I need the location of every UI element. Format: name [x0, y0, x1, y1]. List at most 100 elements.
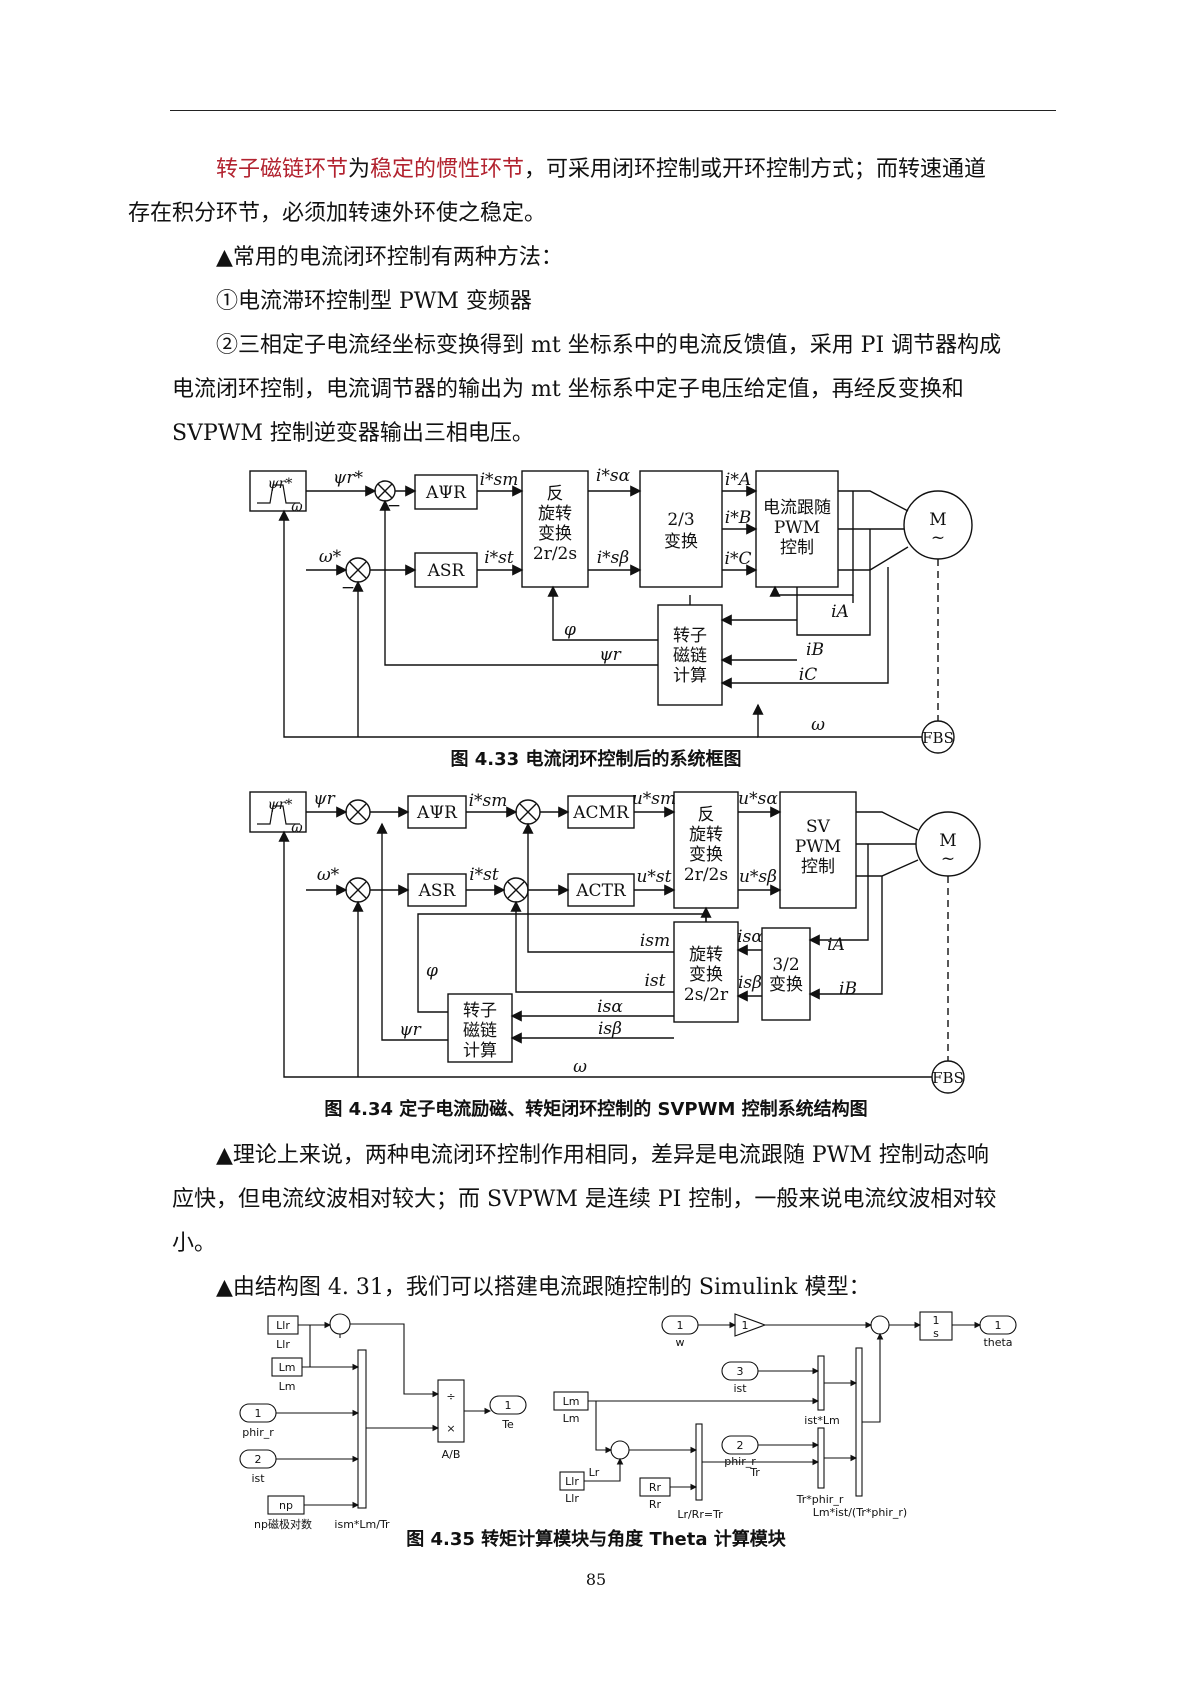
t23-line-1: 2/3	[667, 510, 694, 530]
figure-4-35-diagram: Llr Llr Lm Lm 1 phir_r 2 ist np np磁极对数 i…	[239, 1311, 1017, 1531]
inv-rot-line-3: 变换	[538, 524, 572, 544]
product-label: ism*Lm/Tr	[334, 1518, 390, 1531]
ism-star-label: i*sm	[469, 791, 508, 811]
isa-flux-input-label: isα	[597, 997, 623, 1017]
transform-3-2-block	[761, 927, 811, 1021]
omega-feedback-label: ω	[811, 715, 825, 735]
flux-line-3: 计算	[463, 1041, 497, 1061]
isb-flux-input-label: isβ	[598, 1019, 622, 1039]
motor-tilde: ~	[931, 528, 945, 548]
svpwm-line-1: SV	[806, 817, 831, 837]
figure-4-33-caption: 图 4.33 电流闭环控制后的系统框图	[450, 749, 742, 770]
tr-label: Tr	[749, 1466, 760, 1479]
text-segment: ，可采用闭环控制或开环控制方式；而转速通道	[524, 157, 987, 182]
divide-label: A/B	[442, 1448, 461, 1461]
paragraph-4: ②三相定子电流经坐标变换得到 mt 坐标系中的电流反馈值，采用 PI 调节器构成…	[172, 324, 1054, 456]
np-label: np磁极对数	[254, 1517, 312, 1531]
phir-port-number: 2	[737, 1439, 744, 1452]
product-block-ist-lm	[817, 1355, 825, 1411]
text-line: ②三相定子电流经坐标变换得到 mt 坐标系中的电流反馈值，采用 PI 调节器构成	[216, 333, 1002, 358]
flux-line-2: 磁链	[463, 1021, 497, 1041]
iA-label: iA	[831, 602, 849, 622]
multiply-symbol: ×	[446, 1422, 455, 1435]
ist-lm-label: ist*Lm	[804, 1414, 839, 1427]
llr-label: Llr	[276, 1338, 290, 1351]
isa-label: isα	[737, 927, 763, 947]
minus-sign: −	[387, 496, 401, 516]
psi-r-feedback-label: ψr	[399, 1020, 421, 1040]
iB-star-label: i*B	[725, 508, 751, 528]
iC-label: iC	[799, 665, 817, 685]
inv-rot-line-1: 反	[698, 805, 715, 825]
psi-r-label: ψr	[599, 645, 621, 665]
product-block	[357, 1349, 367, 1509]
final-output-label: Lm*ist/(Tr*phir_r)	[813, 1506, 907, 1519]
iC-star-label: i*C	[725, 549, 752, 569]
psi-ref-symbol: ψr*	[268, 476, 293, 492]
lm-label: Lm	[563, 1412, 580, 1425]
page-number: 85	[585, 1570, 607, 1589]
fbs-label: FBS	[932, 1069, 964, 1087]
minus-sign: −	[341, 578, 355, 598]
divide-symbol: ÷	[446, 1390, 455, 1403]
ist-star-label: i*st	[484, 548, 514, 568]
paragraph-2: ▲常用的电流闭环控制有两种方法：	[216, 245, 563, 270]
rot-line-1: 旋转	[689, 945, 723, 965]
psi-ref-symbol: ψr*	[268, 797, 293, 813]
integrator-denominator: s	[933, 1327, 939, 1340]
flux-line-3: 计算	[673, 666, 707, 686]
asr-label: ASR	[427, 561, 466, 581]
omega-small-label: ω	[291, 499, 303, 515]
usa-star-label: u*sα	[738, 789, 778, 809]
usm-star-label: u*sm	[632, 789, 676, 809]
ist-star-label: i*st	[469, 865, 499, 885]
paragraph-1: 转子磁链环节为稳定的惯性环节，可采用闭环控制或开环控制方式；而转速通道 存在积分…	[128, 148, 1054, 236]
figure-4-33-diagram: ψr* ω ψr* ω* − − AΨR ASR i*sm i*st 反 旋转 …	[249, 466, 973, 754]
text-line: 电流闭环控制，电流调节器的输出为 mt 坐标系中定子电压给定值，再经反变换和	[172, 377, 964, 402]
lm-label: Lm	[279, 1380, 296, 1393]
flux-line-1: 转子	[673, 626, 707, 646]
rotor-flux-calc-block	[447, 993, 513, 1063]
pwm-line-1: 电流跟随	[763, 498, 831, 518]
t32-line-1: 3/2	[772, 955, 799, 975]
lr-rr-tr-label: Lr/Rr=Tr	[677, 1508, 723, 1521]
acmr-label: ACMR	[572, 803, 630, 823]
omega-feedback-label: ω	[573, 1057, 587, 1077]
ist-label: ist	[645, 971, 666, 991]
port2-number: 2	[255, 1453, 262, 1466]
ist-label: ist	[733, 1382, 747, 1395]
inv-rot-line-3: 变换	[689, 845, 723, 865]
lm-text: Lm	[563, 1395, 580, 1408]
omega-star-label: ω*	[317, 865, 340, 885]
rr-label: Rr	[649, 1498, 662, 1511]
svpwm-block	[779, 791, 857, 909]
figure-4-34-diagram: ψr* ω ψr ω* AΨR ASR i*sm i*st ACMR ACTR …	[249, 789, 981, 1094]
text-line: SVPWM 控制逆变器输出三相电压。	[172, 421, 534, 446]
ist-port-number: 3	[737, 1365, 744, 1378]
isb-star-label: i*sβ	[597, 548, 630, 568]
iA-label: iA	[827, 935, 845, 955]
port1-label: phir_r	[242, 1426, 274, 1439]
llr-text: Llr	[276, 1319, 290, 1332]
rot-line-3: 2s/2r	[684, 985, 729, 1005]
iB-label: iB	[839, 979, 857, 999]
theta-label: theta	[983, 1336, 1012, 1349]
phir-label: phir_r	[724, 1455, 756, 1468]
lr-label: Lr	[589, 1466, 600, 1479]
rot-line-2: 变换	[689, 965, 723, 985]
ism-star-label: i*sm	[480, 470, 519, 490]
isa-star-label: i*sα	[596, 466, 631, 486]
outport-te	[489, 1395, 527, 1415]
np-text: np	[279, 1499, 293, 1512]
highlight-inertia: 稳定的惯性环节	[370, 157, 525, 182]
iA-star-label: i*A	[725, 470, 751, 490]
flux-line-2: 磁链	[673, 646, 707, 666]
te-label: Te	[501, 1418, 514, 1431]
w-label: w	[676, 1336, 685, 1349]
lm-text: Lm	[279, 1361, 296, 1374]
paragraph-3: ①电流滞环控制型 PWM 变频器	[216, 289, 532, 314]
inv-rot-line-2: 旋转	[689, 825, 723, 845]
flux-line-1: 转子	[463, 1001, 497, 1021]
inv-rot-line-1: 反	[547, 484, 564, 504]
sum-block	[610, 1440, 630, 1460]
